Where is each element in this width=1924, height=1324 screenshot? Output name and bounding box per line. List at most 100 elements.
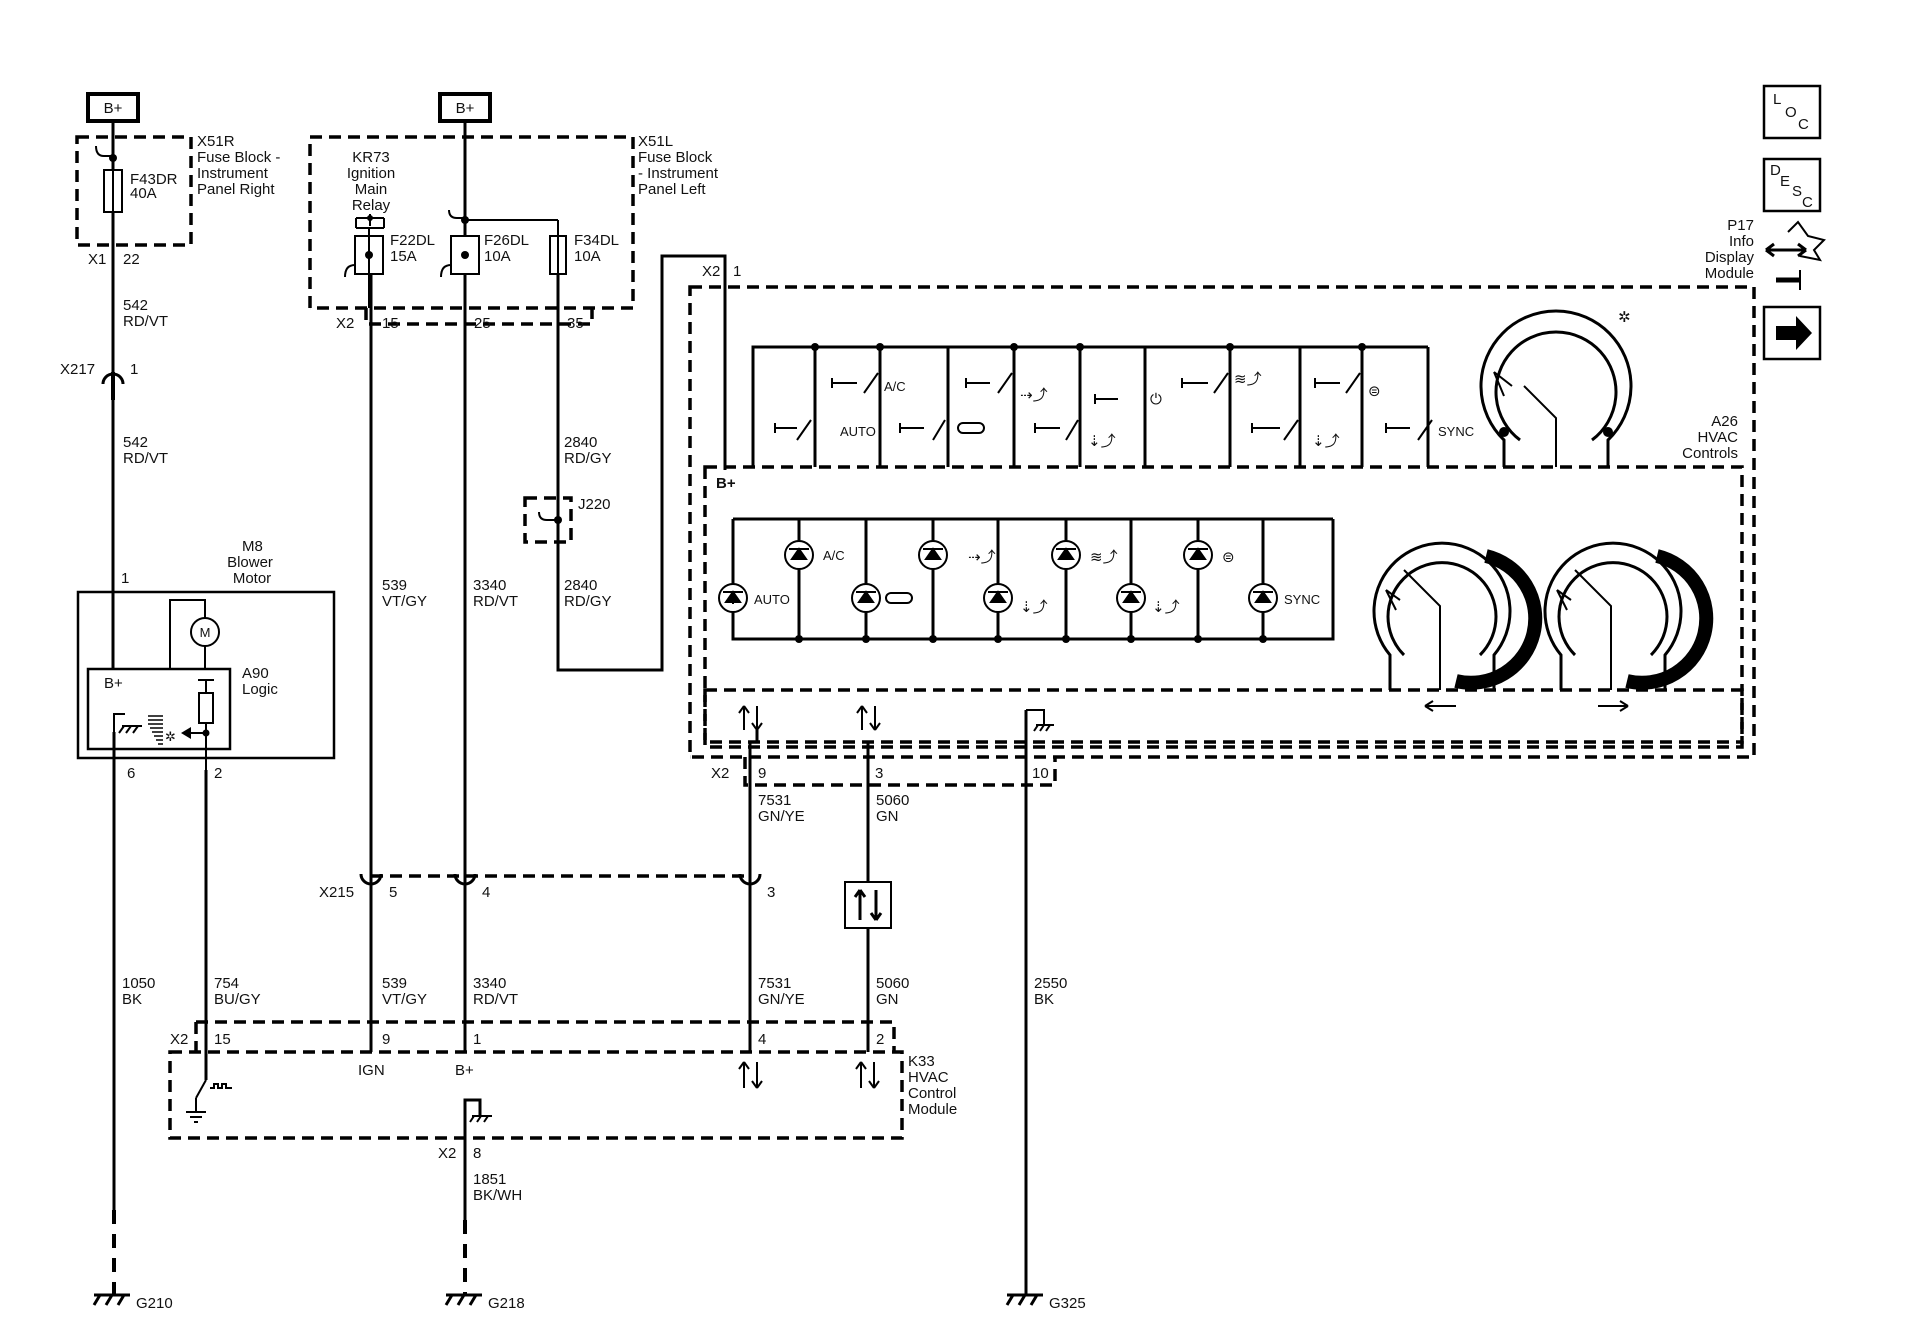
wire-754-num: 754: [214, 975, 239, 992]
data-io-k33-icon: [738, 1061, 880, 1089]
speed-bars-icon: [148, 715, 163, 745]
x51l-desc-2: - Instrument: [638, 165, 719, 182]
data-io-icon: [738, 705, 881, 731]
p17-desc-2: Display: [1705, 249, 1755, 266]
kr73-desc-3: Relay: [352, 197, 391, 214]
wire-539-num-b: 539: [382, 975, 407, 992]
loc-button[interactable]: L O C: [1762, 84, 1822, 140]
temp-knob-right[interactable]: [1543, 541, 1714, 712]
wire-7531-color-a: GN/YE: [758, 808, 805, 825]
wire-539-color-b: VT/GY: [382, 991, 427, 1008]
wire-7531-color-b: GN/YE: [758, 991, 805, 1008]
pin-1-x217-label: 1: [130, 361, 138, 378]
x51r-desc-1: Fuse Block -: [197, 149, 280, 166]
wire-2840-color-b: RD/GY: [564, 593, 612, 610]
a90-id: A90: [242, 665, 269, 682]
temp-knob-left[interactable]: [1372, 541, 1543, 712]
desc-letter-c: C: [1802, 194, 1813, 211]
resistor-icon: [198, 692, 214, 724]
connector-x215-label: X215: [319, 884, 354, 901]
pin-2-m8-label: 2: [214, 765, 222, 782]
pin-3-x215-label: 3: [767, 884, 775, 901]
connector-x215: [359, 873, 762, 886]
next-arrow-button[interactable]: [1762, 305, 1822, 361]
pin-35-label: 35: [567, 315, 584, 332]
pin-15-fb-label: 15: [382, 315, 399, 332]
rear-defrost-indicator-icon: ⊜: [1222, 549, 1235, 566]
ground-g218-label: G218: [488, 1295, 525, 1312]
wire-542-num-b: 542: [123, 434, 148, 451]
ground-symbol-a90: [118, 725, 142, 734]
ground-symbol-a26: [1033, 724, 1054, 732]
connector-x217-label: X217: [60, 361, 95, 378]
pin-15-k33-label: 15: [214, 1031, 231, 1048]
k33-bplus-label: B+: [455, 1062, 474, 1079]
ground-g210: G210: [92, 1293, 173, 1312]
wire-542-num-a: 542: [123, 297, 148, 314]
wire-5060-num-b: 5060: [876, 975, 909, 992]
pin-1-m8-label: 1: [121, 570, 129, 587]
data-link-icon: [1765, 220, 1826, 290]
switch-bank: AUTO A/C SYNC ⇢⤴ ⇣⤴ ⏻ ≋⤴ ⇣⤴ ⊜: [751, 343, 1474, 467]
a26-id: A26: [1711, 413, 1738, 430]
gateway-icon: [844, 881, 892, 929]
led-auto-label: AUTO: [754, 592, 790, 607]
wire-5060-color-a: GN: [876, 808, 899, 825]
pin-1-k33-label: 1: [473, 1031, 481, 1048]
x51l-desc-1: Fuse Block: [638, 149, 713, 166]
bplus-source-left: B+: [86, 92, 140, 123]
bplus-label-left: B+: [104, 100, 123, 117]
wire-1851-color: BK/WH: [473, 1187, 522, 1204]
bplus-label-right: B+: [456, 100, 475, 117]
power-icon: ⏻: [1150, 391, 1162, 408]
vent-floor-icon: ⇣⤴: [1088, 433, 1116, 450]
pin-10-a26-label: 10: [1032, 765, 1049, 782]
desc-letter-e: E: [1780, 173, 1790, 190]
x51r-desc-3: Panel Right: [197, 181, 275, 198]
desc-button[interactable]: D E S C: [1762, 157, 1822, 213]
wire-2550-color: BK: [1034, 991, 1054, 1008]
ground-g218: G218: [444, 1293, 525, 1312]
hvac-control-module-k33: IGN B+ K33 HVAC Control Module: [168, 1020, 957, 1140]
k33-desc-1: HVAC: [908, 1069, 949, 1086]
kr73-desc-2: Main: [355, 181, 388, 198]
fan-speed-knob[interactable]: ✲: [1479, 309, 1633, 467]
connector-x1-label: X1: [88, 251, 106, 268]
k33-id: K33: [908, 1053, 935, 1070]
arrow-right-icon: [1598, 700, 1629, 712]
p17-desc-1: Info: [1729, 233, 1754, 250]
led-ac-label: A/C: [823, 548, 845, 563]
wire-539-num-a: 539: [382, 577, 407, 594]
led-sync-label: SYNC: [1284, 592, 1320, 607]
wire-5060-num-a: 5060: [876, 792, 909, 809]
wire-539-color-a: VT/GY: [382, 593, 427, 610]
m8-desc-1: Blower: [227, 554, 273, 571]
fuse-f26dl-name: F26DL: [484, 232, 529, 249]
connector-x2-a26-label: X2: [702, 263, 720, 280]
indicator-bank: AUTO A/C SYNC ⇢⤴ ⇣⤴ ≋⤴ ⇣⤴ ⊜: [718, 517, 1335, 643]
ground-g210-label: G210: [136, 1295, 173, 1312]
pin-3-a26-label: 3: [875, 765, 883, 782]
wire-7531-num-b: 7531: [758, 975, 791, 992]
switch-sync-label: SYNC: [1438, 424, 1474, 439]
m8-desc-2: Motor: [233, 570, 271, 587]
wire-1851-num: 1851: [473, 1171, 506, 1188]
bplus-source-right: B+: [438, 92, 492, 123]
loc-letter-c: C: [1798, 116, 1809, 133]
connector-x2-fb-label: X2: [336, 315, 354, 332]
hvac-controls-a26: X2 1 B+ A26 HVAC Controls: [688, 263, 1756, 787]
wire-2840-num-b: 2840: [564, 577, 597, 594]
fan-icon: ✲: [1618, 309, 1631, 326]
pin-6-label: 6: [127, 765, 135, 782]
loc-letter-l: L: [1773, 91, 1781, 108]
fuse-block-x51l: KR73 Ignition Main Relay F22DL 15A F26DL…: [308, 121, 719, 326]
switch-ac-label: A/C: [884, 379, 906, 394]
fuse-block-x51r: F43DR 40A X51R Fuse Block - Instrument P…: [75, 121, 280, 247]
wire-3340-num-b: 3340: [473, 975, 506, 992]
fuse-f43dr-name: F43DR: [130, 171, 178, 188]
splice-j220-label: J220: [578, 496, 611, 513]
wire-1050-color: BK: [122, 991, 142, 1008]
fuse-f34dl-name: F34DL: [574, 232, 619, 249]
x51r-desc-2: Instrument: [197, 165, 269, 182]
bilevel-indicator-icon: ⇣⤴: [1152, 599, 1180, 616]
